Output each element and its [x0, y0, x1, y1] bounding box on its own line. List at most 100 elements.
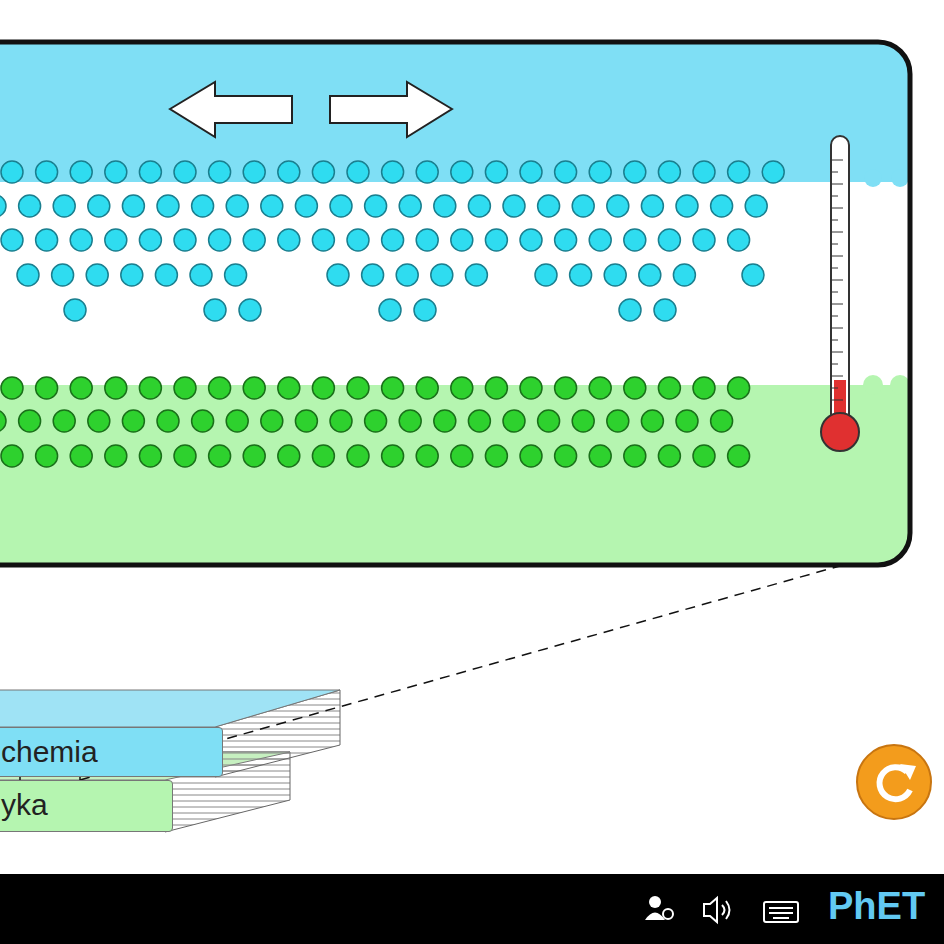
- atom: [330, 195, 352, 217]
- atom: [641, 410, 663, 432]
- atom: [192, 195, 214, 217]
- atom: [157, 410, 179, 432]
- atom: [555, 229, 577, 251]
- atom: [379, 299, 401, 321]
- atom: [52, 264, 74, 286]
- atom: [70, 161, 92, 183]
- atom: [53, 410, 75, 432]
- atom: [693, 161, 715, 183]
- atom: [468, 410, 490, 432]
- atom: [209, 445, 231, 467]
- atom: [88, 195, 110, 217]
- atom: [295, 195, 317, 217]
- atom: [520, 377, 542, 399]
- atom: [139, 229, 161, 251]
- atom: [347, 229, 369, 251]
- atom: [88, 410, 110, 432]
- atom: [155, 264, 177, 286]
- atom: [589, 445, 611, 467]
- atom: [572, 195, 594, 217]
- atom: [347, 161, 369, 183]
- atom: [416, 445, 438, 467]
- book-cover: chemia: [0, 727, 223, 777]
- atom: [538, 410, 560, 432]
- atom: [209, 229, 231, 251]
- atom: [658, 161, 680, 183]
- atom: [174, 377, 196, 399]
- atom: [658, 377, 680, 399]
- thermometer: [821, 136, 859, 451]
- atom: [485, 445, 507, 467]
- atom: [711, 195, 733, 217]
- atom: [416, 377, 438, 399]
- atom: [278, 377, 300, 399]
- atom: [624, 161, 646, 183]
- atom: [468, 195, 490, 217]
- atom: [607, 195, 629, 217]
- atom: [190, 264, 212, 286]
- book-title: yka: [1, 785, 168, 824]
- atom: [589, 161, 611, 183]
- atom: [209, 161, 231, 183]
- atom: [70, 445, 92, 467]
- atom: [676, 410, 698, 432]
- atom: [70, 229, 92, 251]
- atom: [330, 410, 352, 432]
- atom: [485, 161, 507, 183]
- atom: [434, 410, 456, 432]
- atom: [399, 195, 421, 217]
- atom: [1, 161, 23, 183]
- atom: [312, 445, 334, 467]
- atom: [589, 229, 611, 251]
- atom: [36, 229, 58, 251]
- atom: [17, 264, 39, 286]
- left-arrow: [170, 82, 292, 137]
- atom: [312, 229, 334, 251]
- atom: [362, 264, 384, 286]
- atom: [295, 410, 317, 432]
- atom: [243, 377, 265, 399]
- atom: [431, 264, 453, 286]
- atom: [451, 445, 473, 467]
- atom: [174, 161, 196, 183]
- atom: [1, 377, 23, 399]
- atom: [105, 161, 127, 183]
- atom: [365, 410, 387, 432]
- atom: [86, 264, 108, 286]
- atom: [243, 445, 265, 467]
- atom: [414, 299, 436, 321]
- atom: [36, 445, 58, 467]
- atom: [676, 195, 698, 217]
- atom: [654, 299, 676, 321]
- atom: [225, 264, 247, 286]
- atom: [19, 410, 41, 432]
- atom: [485, 377, 507, 399]
- atom: [742, 264, 764, 286]
- atom: [728, 377, 750, 399]
- atom: [624, 377, 646, 399]
- atom: [503, 195, 525, 217]
- atom: [312, 161, 334, 183]
- atom: [607, 410, 629, 432]
- atom: [693, 229, 715, 251]
- atom: [589, 377, 611, 399]
- atom: [451, 161, 473, 183]
- atom: [347, 377, 369, 399]
- atom: [243, 229, 265, 251]
- atom: [451, 229, 473, 251]
- atom: [226, 195, 248, 217]
- atom: [382, 377, 404, 399]
- atom: [192, 410, 214, 432]
- atom: [139, 445, 161, 467]
- book-cover: yka: [0, 780, 173, 832]
- atom: [239, 299, 261, 321]
- atom: [416, 161, 438, 183]
- atom: [520, 445, 542, 467]
- atom: [762, 161, 784, 183]
- atom: [673, 264, 695, 286]
- atom: [503, 410, 525, 432]
- atom: [139, 377, 161, 399]
- atom: [0, 410, 6, 432]
- top-book-surface: [0, 42, 910, 182]
- right-arrow: [330, 82, 452, 137]
